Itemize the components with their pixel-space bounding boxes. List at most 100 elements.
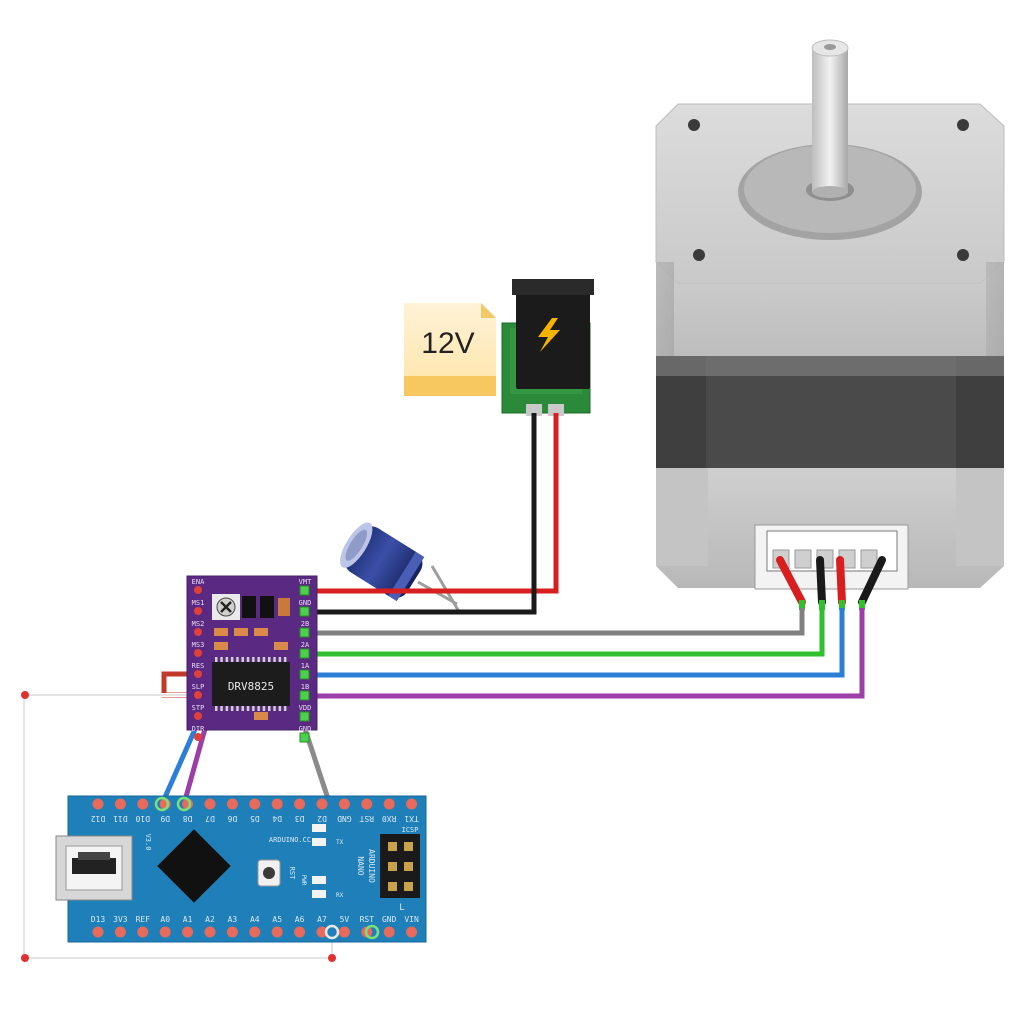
chip-leg — [257, 657, 260, 662]
nano-pin — [294, 798, 306, 810]
nano-pin-label: A2 — [205, 915, 215, 924]
stepper-motor — [655, 39, 1005, 610]
driver-pin — [194, 586, 202, 594]
wire-coil-blue — [300, 608, 845, 678]
lightning-icon — [538, 318, 560, 352]
motor-upper-band — [656, 262, 1004, 380]
wire-step-blue — [159, 716, 203, 806]
driver-pin — [299, 711, 310, 722]
usb-connector — [55, 835, 133, 901]
nano-pin-label: D9 — [160, 814, 170, 823]
nano-pin-label: 5V — [340, 915, 350, 924]
capacitor — [340, 522, 460, 611]
chip-leg — [252, 657, 255, 662]
driver-pin-label: RES — [192, 662, 205, 670]
connection-points — [154, 796, 380, 940]
driver-pin-label: ENA — [192, 578, 205, 586]
driver-pin — [194, 628, 202, 636]
nano-rst-label: RST — [288, 867, 296, 880]
nano-pin-label: A6 — [295, 915, 305, 924]
nano-pin-label: D5 — [250, 814, 260, 823]
mount-hole — [957, 249, 969, 261]
wire-power-black — [300, 413, 537, 615]
driver-pin-label: MS3 — [192, 641, 205, 649]
nano-pin — [316, 798, 328, 810]
nano-pin-label: A0 — [160, 915, 170, 924]
nano-pin — [114, 926, 126, 938]
nano-pin-label: D8 — [183, 814, 193, 823]
nano-pin — [137, 798, 149, 810]
nano-pin-label: GND — [382, 915, 397, 924]
nano-pin-label: REF — [136, 915, 151, 924]
nano-pin — [92, 798, 104, 810]
nano-pin — [249, 798, 261, 810]
motor-shaft — [811, 39, 849, 198]
driver-pin-label: VDD — [299, 704, 312, 712]
driver-pin — [299, 606, 310, 617]
nano-pin-label: D2 — [317, 814, 327, 823]
nano-pin-label: A5 — [272, 915, 282, 924]
driver-pin — [194, 712, 202, 720]
nano-rev-label: V3.0 — [144, 834, 152, 851]
pin-d8-connection — [176, 796, 192, 812]
nano-pin-label: VIN — [404, 915, 419, 924]
nano-pin-label: D11 — [113, 814, 128, 823]
nano-pin-label: D7 — [205, 814, 215, 823]
nano-pin-label: A7 — [317, 915, 327, 924]
nano-pin-label: RST — [359, 814, 374, 823]
driver-pin-label: 1A — [301, 662, 310, 670]
motor-connector — [754, 524, 909, 590]
nano-pin — [204, 926, 216, 938]
chip-leg — [215, 706, 218, 711]
nano-pin — [271, 798, 283, 810]
chip-leg — [273, 657, 276, 662]
nano-pin-label: RST — [360, 915, 375, 924]
nano-pin-label: D12 — [91, 814, 106, 823]
nano-pin — [271, 926, 283, 938]
chip-leg — [241, 706, 244, 711]
driver-pin — [194, 733, 202, 741]
motor-leads — [776, 556, 886, 610]
driver-pin-label: VMT — [299, 578, 312, 586]
nano-pin — [383, 926, 395, 938]
driver-pin — [299, 732, 310, 743]
reset-button[interactable] — [257, 859, 281, 887]
nano-pin — [383, 798, 395, 810]
chip-leg — [268, 657, 271, 662]
nano-pin-label: RX0 — [382, 814, 397, 823]
voltage-text: 12V — [421, 327, 474, 360]
driver-pin — [194, 691, 202, 699]
driver-pin-label: MS1 — [192, 599, 205, 607]
wire-coil-purple — [300, 608, 865, 699]
arduino-nano: ARDUINO.CC ARDUINO NANO RST PWR V3.0 ICS… — [55, 795, 427, 943]
chip-leg — [225, 706, 229, 711]
driver-pin-label: GND — [299, 599, 312, 607]
nano-pin — [182, 926, 194, 938]
chip-leg — [220, 657, 223, 662]
driver-pin — [299, 627, 310, 638]
nano-pin — [338, 798, 350, 810]
nano-pin — [316, 926, 328, 938]
nano-pin — [159, 926, 171, 938]
wire-coil-green — [300, 608, 825, 657]
chip-leg — [252, 706, 255, 711]
driver-chip: DRV8825 — [212, 657, 290, 711]
mount-hole — [688, 119, 700, 131]
led-tx — [312, 838, 326, 846]
chip-leg — [236, 706, 239, 711]
nano-pin-label: A1 — [183, 915, 193, 924]
nano-pin — [338, 926, 350, 938]
driver-chip-label: DRV8825 — [228, 680, 274, 693]
nano-model-2: NANO — [356, 856, 365, 875]
driver-pin — [194, 607, 202, 615]
potentiometer — [212, 594, 240, 620]
nano-pin — [406, 798, 418, 810]
nano-pin-label: A4 — [250, 915, 260, 924]
nano-pin-label: D6 — [227, 814, 237, 823]
driver-pin-label: 1B — [301, 683, 309, 691]
nano-pin — [204, 798, 216, 810]
nano-pin-label: D10 — [135, 814, 150, 823]
nano-pin — [294, 926, 306, 938]
